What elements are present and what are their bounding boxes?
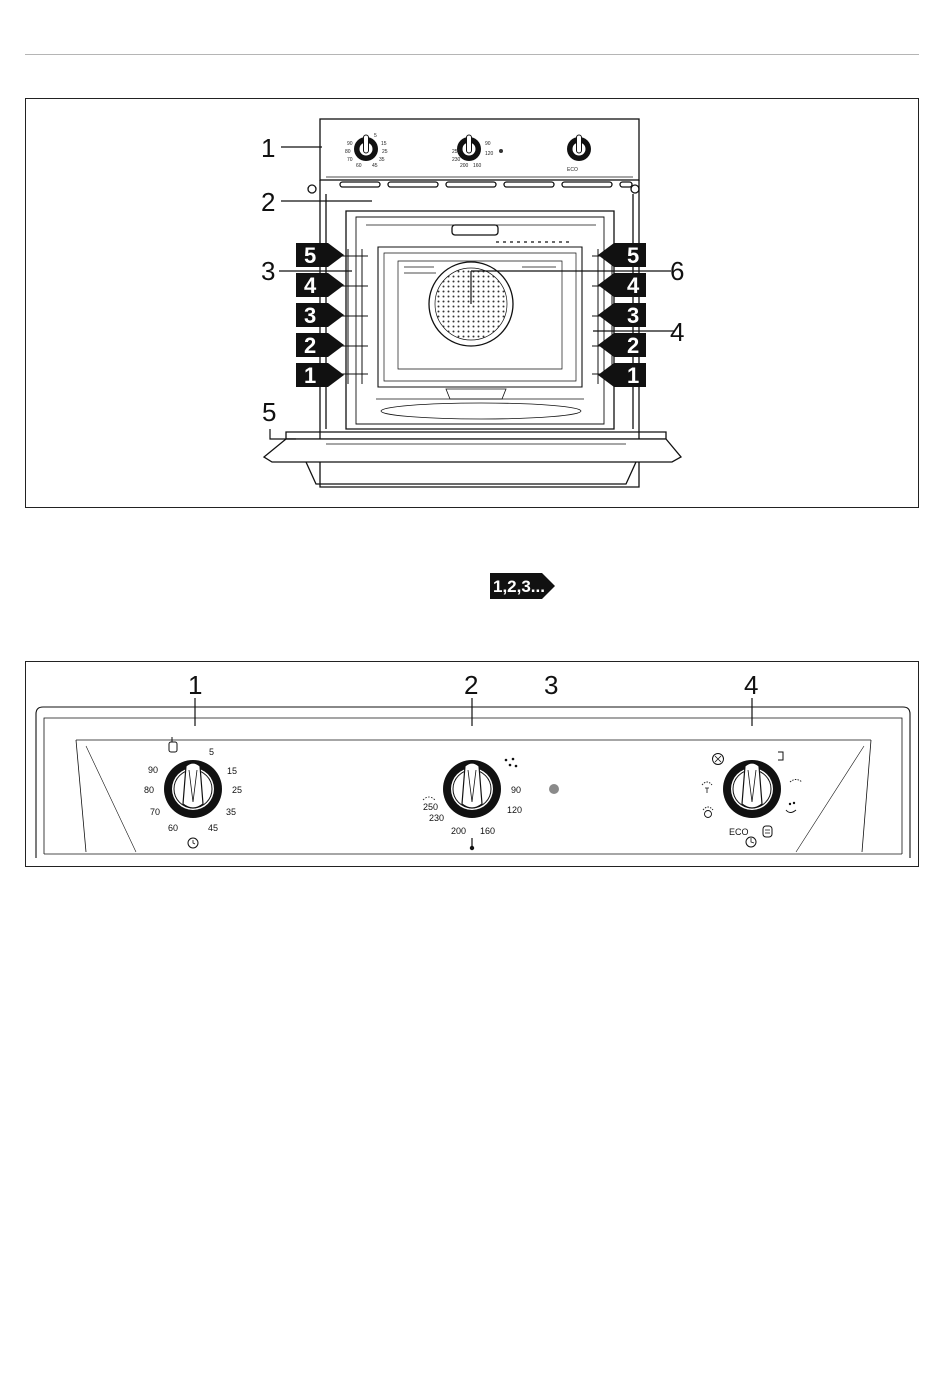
thermostat-label: 200 bbox=[451, 826, 466, 836]
panel-knob-thermostat bbox=[457, 135, 481, 161]
callout-number: 1 bbox=[261, 133, 275, 163]
panel-label: 90 bbox=[347, 141, 353, 147]
panel-label: 90 bbox=[485, 141, 491, 147]
oven-door bbox=[286, 432, 666, 439]
thermometer-icon bbox=[470, 838, 474, 850]
thermostat-label: 90 bbox=[511, 785, 521, 795]
fan-icon bbox=[713, 754, 724, 765]
shelf-tag-left-3: 3 bbox=[296, 303, 344, 328]
svg-text:1: 1 bbox=[304, 363, 316, 388]
vent-slots bbox=[340, 182, 632, 187]
thermostat-label: 160 bbox=[480, 826, 495, 836]
shelf-tag-left-5: 5 bbox=[296, 243, 344, 268]
thermostat-knob[interactable] bbox=[443, 760, 501, 818]
panel-label: 5 bbox=[374, 133, 377, 139]
panel-knob-function bbox=[567, 135, 591, 161]
timer-label: 60 bbox=[168, 823, 178, 833]
top-rule bbox=[25, 54, 919, 55]
timer-label: 25 bbox=[232, 785, 242, 795]
callout-number: 2 bbox=[464, 670, 478, 700]
callout-number: 3 bbox=[261, 256, 275, 286]
timer-label: 70 bbox=[150, 807, 160, 817]
clock-icon bbox=[188, 838, 198, 848]
top-heat-icon bbox=[778, 752, 783, 760]
panel-label: 60 bbox=[356, 163, 362, 169]
panel-label: 230 bbox=[452, 157, 461, 163]
control-panel-drawing: 1 2 3 4 5 15 25 35 45 60 70 80 90 90 120 bbox=[26, 662, 920, 868]
bottom-heat-icon bbox=[790, 780, 802, 783]
steam-icon bbox=[423, 797, 435, 800]
shelf-tag-right-4: 4 bbox=[598, 273, 646, 298]
callout-number: 2 bbox=[261, 187, 275, 217]
timer-label: 15 bbox=[227, 766, 237, 776]
panel-label: 120 bbox=[485, 151, 494, 157]
callout-number: 5 bbox=[262, 397, 276, 427]
callout-number: 1 bbox=[188, 670, 202, 700]
timer-icon bbox=[746, 837, 756, 847]
shelf-tag-left-2: 2 bbox=[296, 333, 344, 358]
callout-number: 6 bbox=[670, 256, 684, 286]
svg-text:2: 2 bbox=[304, 333, 316, 358]
shelf-tag-right-3: 3 bbox=[598, 303, 646, 328]
thermostat-label: 250 bbox=[423, 802, 438, 812]
panel-label: 70 bbox=[347, 157, 353, 163]
svg-text:4: 4 bbox=[304, 273, 317, 298]
panel-label: 15 bbox=[381, 141, 387, 147]
panel-indicator bbox=[499, 149, 503, 153]
panel-label: 45 bbox=[372, 163, 378, 169]
timer-label: 45 bbox=[208, 823, 218, 833]
panel-label: 200 bbox=[460, 163, 469, 169]
numbered-steps-badge: 1,2,3... bbox=[490, 573, 556, 599]
thermostat-label: 230 bbox=[429, 813, 444, 823]
panel-label: 25 bbox=[382, 149, 388, 155]
timer-label: 80 bbox=[144, 785, 154, 795]
svg-text:3: 3 bbox=[304, 303, 316, 328]
panel-label: 80 bbox=[345, 149, 351, 155]
callout-number: 4 bbox=[744, 670, 758, 700]
shelf-tag-right-1: 1 bbox=[598, 363, 646, 388]
svg-text:3: 3 bbox=[627, 303, 639, 328]
function-label: ECO bbox=[729, 827, 749, 837]
svg-text:5: 5 bbox=[627, 243, 639, 268]
svg-text:5: 5 bbox=[304, 243, 316, 268]
svg-text:1: 1 bbox=[627, 363, 639, 388]
panel-label: 250 bbox=[452, 149, 461, 155]
timer-knob[interactable] bbox=[164, 760, 222, 818]
grill-fan-icon bbox=[703, 807, 713, 818]
defrost-fan-icon bbox=[786, 802, 796, 813]
grill-icon bbox=[702, 782, 712, 793]
shelf-tag-right-2: 2 bbox=[598, 333, 646, 358]
defrost-icon bbox=[505, 758, 518, 768]
timer-label: 5 bbox=[209, 747, 214, 757]
badge-text: 1,2,3... bbox=[493, 577, 545, 596]
panel-label: 35 bbox=[379, 157, 385, 163]
shelf-tag-right-5: 5 bbox=[598, 243, 646, 268]
svg-text:4: 4 bbox=[627, 273, 640, 298]
thermostat-label: 120 bbox=[507, 805, 522, 815]
svg-text:2: 2 bbox=[627, 333, 639, 358]
oven-figure: 5 15 25 35 45 60 70 80 90 90 120 160 200… bbox=[25, 98, 919, 508]
panel-label: ECO bbox=[567, 167, 578, 173]
shelf-tag-left-4: 4 bbox=[296, 273, 344, 298]
callout-number: 3 bbox=[544, 670, 558, 700]
hand-icon bbox=[169, 737, 177, 752]
indicator-light bbox=[549, 784, 559, 794]
callout-number: 4 bbox=[670, 317, 684, 347]
timer-label: 90 bbox=[148, 765, 158, 775]
oven-light bbox=[452, 225, 498, 235]
oven-drawing: 5 15 25 35 45 60 70 80 90 90 120 160 200… bbox=[26, 99, 920, 509]
panel-label: 160 bbox=[473, 163, 482, 169]
function-knob[interactable] bbox=[723, 760, 781, 818]
control-panel-figure: 1 2 3 4 5 15 25 35 45 60 70 80 90 90 120 bbox=[25, 661, 919, 867]
cleaning-icon bbox=[763, 826, 772, 837]
timer-label: 35 bbox=[226, 807, 236, 817]
shelf-tag-left-1: 1 bbox=[296, 363, 344, 388]
